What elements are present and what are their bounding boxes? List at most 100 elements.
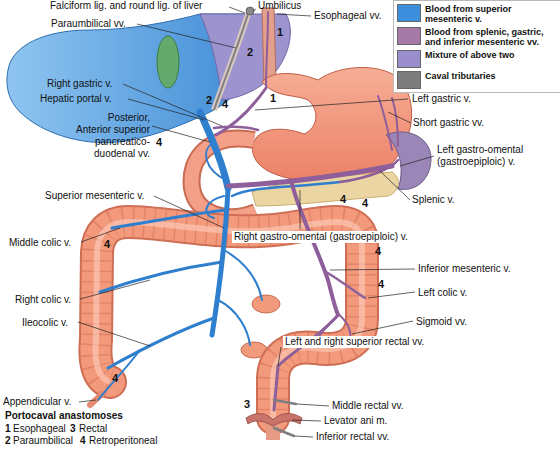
leader-line <box>255 99 408 110</box>
leader-line <box>400 156 434 166</box>
callout-number: 4 <box>378 278 384 291</box>
callout-number: 4 <box>222 98 228 111</box>
structure-label: Paraumbilical vv. <box>51 18 126 30</box>
legend-row: Mixture of above two <box>397 50 558 68</box>
legend-swatch <box>397 27 421 45</box>
duodenum-wall <box>192 139 256 218</box>
middle-rectal-vein <box>274 400 296 404</box>
structure-label: Sigmoid vv. <box>416 316 467 328</box>
structure-label: Posterior, Anterior superior pancreatico… <box>73 112 150 160</box>
legend-text: Caval tributaries <box>425 71 558 81</box>
leader-lines <box>78 7 434 437</box>
inferior-rectal-vein <box>274 428 294 436</box>
leader-line <box>380 171 410 200</box>
key-item: 3 <box>70 423 76 435</box>
legend-row: Blood from splenic, gastric, and inferio… <box>397 27 558 47</box>
leader-line <box>253 9 256 11</box>
leader-line <box>78 322 150 346</box>
leader-line <box>330 269 415 270</box>
leader-line <box>292 420 321 421</box>
structure-label: Middle rectal vv. <box>332 400 404 412</box>
structure-label: Right colic v. <box>15 294 71 306</box>
hepatic-portal-vein <box>200 112 228 188</box>
leader-line <box>79 400 96 402</box>
paraumbilical-vein <box>214 14 248 110</box>
key-item: Paraumbilical <box>13 435 73 447</box>
structure-label: Left and right superior rectal vv. <box>283 336 426 348</box>
structure-label: Right gastro-omental (gastroepiploic) v. <box>232 231 410 243</box>
leader-line <box>277 14 311 16</box>
leader-line <box>154 196 224 228</box>
structure-label: Left colic v. <box>418 287 467 299</box>
right-colic-vein <box>100 262 222 292</box>
leader-line <box>388 112 411 123</box>
gallbladder <box>157 36 179 88</box>
ileocolic-vein <box>108 318 214 368</box>
leader-line <box>300 190 301 229</box>
leader-line <box>297 404 329 406</box>
superior-rectal-vein <box>274 315 338 410</box>
structure-label: Hepatic portal v. <box>40 93 112 105</box>
callout-number: 2 <box>206 94 212 107</box>
structure-label: Right gastric v. <box>47 78 112 90</box>
legend-swatch <box>397 71 421 89</box>
appendix <box>90 394 102 405</box>
callout-number: 4 <box>104 238 110 251</box>
callout-number: 2 <box>247 46 253 59</box>
key-item: 1 <box>5 423 11 435</box>
callout-number: 4 <box>375 245 381 258</box>
leader-line <box>368 292 415 298</box>
leader-line <box>352 321 413 334</box>
structure-label: Umbilicus <box>258 0 301 12</box>
legend-swatch <box>397 50 421 68</box>
structure-label: Short gastric vv. <box>413 117 484 129</box>
colon <box>95 222 362 418</box>
leader-line <box>137 24 236 48</box>
callout-number: 1 <box>270 92 276 105</box>
structure-label: Middle colic v. <box>9 237 71 249</box>
leader-line <box>80 280 150 299</box>
leader-line <box>278 347 281 366</box>
key-item: 2 <box>5 435 11 447</box>
leader-line <box>295 436 313 437</box>
colon-highlight <box>95 222 362 418</box>
short-gastric-vein <box>378 96 392 150</box>
legend-box: Blood from superior mesenteric v. Blood f… <box>393 0 560 93</box>
structure-label: Appendicular v. <box>3 396 71 408</box>
structure-label: Left gastro-omental (gastroepiploic) v. <box>437 144 547 168</box>
key-item: Esophageal <box>13 423 66 435</box>
short-gastric-vein <box>392 98 398 146</box>
falciform-ligament <box>214 14 248 110</box>
umbilicus <box>246 7 254 15</box>
callout-number: 4 <box>362 197 368 210</box>
structure-label: Left gastric v. <box>412 93 471 105</box>
callout-number: 3 <box>244 398 250 411</box>
colon-wall <box>95 222 362 418</box>
key-heading: Portocaval anastomoses <box>5 410 123 422</box>
legend-row: Blood from superior mesenteric v. <box>397 4 558 24</box>
key-item: Retroperitoneal <box>89 435 157 447</box>
structure-label: Inferior rectal vv. <box>316 431 389 443</box>
small-intestine <box>252 295 280 313</box>
left-colic-vein <box>326 272 365 298</box>
structure-label: Falciform lig. and round lig. of liver <box>50 0 202 12</box>
callout-number: 4 <box>156 136 162 149</box>
key-item: 4 <box>80 435 86 447</box>
structure-label: Inferior mesenteric v. <box>418 263 511 275</box>
ileal-vein <box>218 300 250 345</box>
left-gastric-vein <box>216 88 266 135</box>
structure-label: Esophageal vv. <box>314 10 382 22</box>
duodenum <box>192 139 256 218</box>
structure-label: Ileocolic v. <box>22 317 68 329</box>
callout-number: 4 <box>112 372 118 385</box>
leader-line <box>229 7 245 13</box>
key-item: Rectal <box>79 423 107 435</box>
right-gastric-vein <box>214 127 258 130</box>
leader-line <box>81 228 120 242</box>
legend-row: Caval tributaries <box>397 71 558 89</box>
middle-colic-vein <box>112 210 226 228</box>
legend-text: Blood from splenic, gastric, and inferio… <box>425 27 558 47</box>
inferior-mesenteric-vein <box>292 184 338 315</box>
left-gastro-omental-vein <box>340 160 398 182</box>
